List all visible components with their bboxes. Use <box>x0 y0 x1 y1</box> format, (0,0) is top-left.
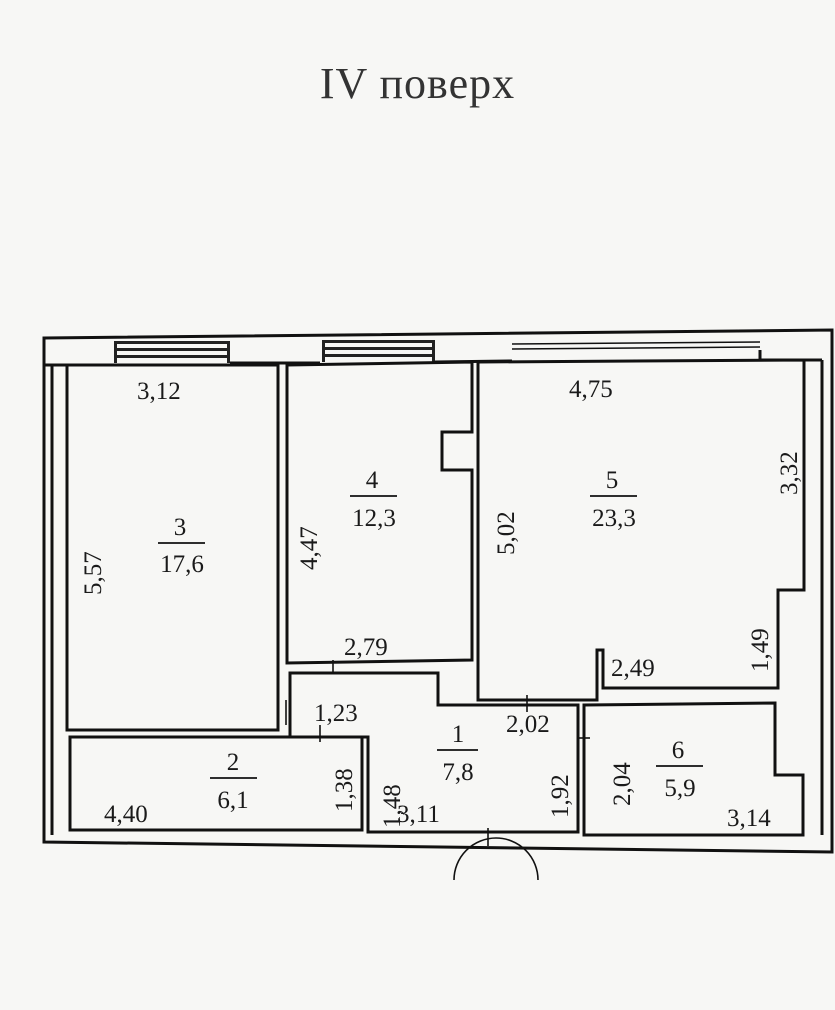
dimension-label: 2,49 <box>611 655 655 682</box>
window-room-5 <box>511 341 761 350</box>
room-1-outline <box>288 671 580 834</box>
room-area: 12,3 <box>352 505 396 532</box>
dimension-label: 1,38 <box>331 768 358 812</box>
dimension-label: 1,48 <box>379 784 406 828</box>
dimension-label: 2,04 <box>609 762 636 806</box>
room-area: 5,9 <box>664 775 695 802</box>
room-number: 3 <box>174 514 187 541</box>
outer-walls <box>42 328 834 854</box>
room-number: 4 <box>366 467 379 494</box>
room-number: 5 <box>606 467 619 494</box>
dimension-label: 4,75 <box>569 376 613 403</box>
dimension-label: 4,40 <box>104 801 148 828</box>
room-number: 2 <box>227 749 240 776</box>
room-area: 23,3 <box>592 505 636 532</box>
dimension-label: 2,79 <box>344 634 388 661</box>
room-6-outline <box>582 701 805 837</box>
dimension-label: 1,23 <box>314 700 358 727</box>
dimension-ticks <box>285 660 590 846</box>
dimension-label: 5,02 <box>493 511 520 555</box>
room-number: 6 <box>672 737 685 764</box>
room-area: 7,8 <box>442 759 473 786</box>
dimension-label: 5,57 <box>80 551 107 595</box>
room-5-outline <box>476 358 806 702</box>
room-3-outline <box>65 363 280 732</box>
dimension-label: 2,02 <box>506 711 550 738</box>
dimension-label: 3,32 <box>776 451 803 495</box>
dimension-label: 1,92 <box>547 774 574 818</box>
dimension-label: 1,49 <box>747 628 774 672</box>
room-3-label: 3 17,6 <box>158 514 205 578</box>
window-room-3 <box>114 341 230 363</box>
room-1-label: 1 7,8 <box>437 721 478 786</box>
window-room-4 <box>322 340 435 362</box>
floor-title: IV поверх <box>319 59 516 108</box>
entrance-door-icon <box>453 837 539 881</box>
room-area: 6,1 <box>217 787 248 814</box>
dimension-label: 4,47 <box>296 526 323 570</box>
room-2-label: 2 6,1 <box>210 749 257 814</box>
room-4-label: 4 12,3 <box>350 467 397 532</box>
room-4-outline <box>285 360 474 665</box>
room-area: 17,6 <box>160 551 204 578</box>
room-2-outline <box>68 735 364 832</box>
dimension-label: 3,11 <box>397 801 440 828</box>
dimension-label: 3,14 <box>727 805 771 832</box>
dimension-label: 3,12 <box>137 378 181 405</box>
room-5-label: 5 23,3 <box>590 467 637 532</box>
room-6-label: 6 5,9 <box>656 737 703 802</box>
room-number: 1 <box>452 721 465 748</box>
